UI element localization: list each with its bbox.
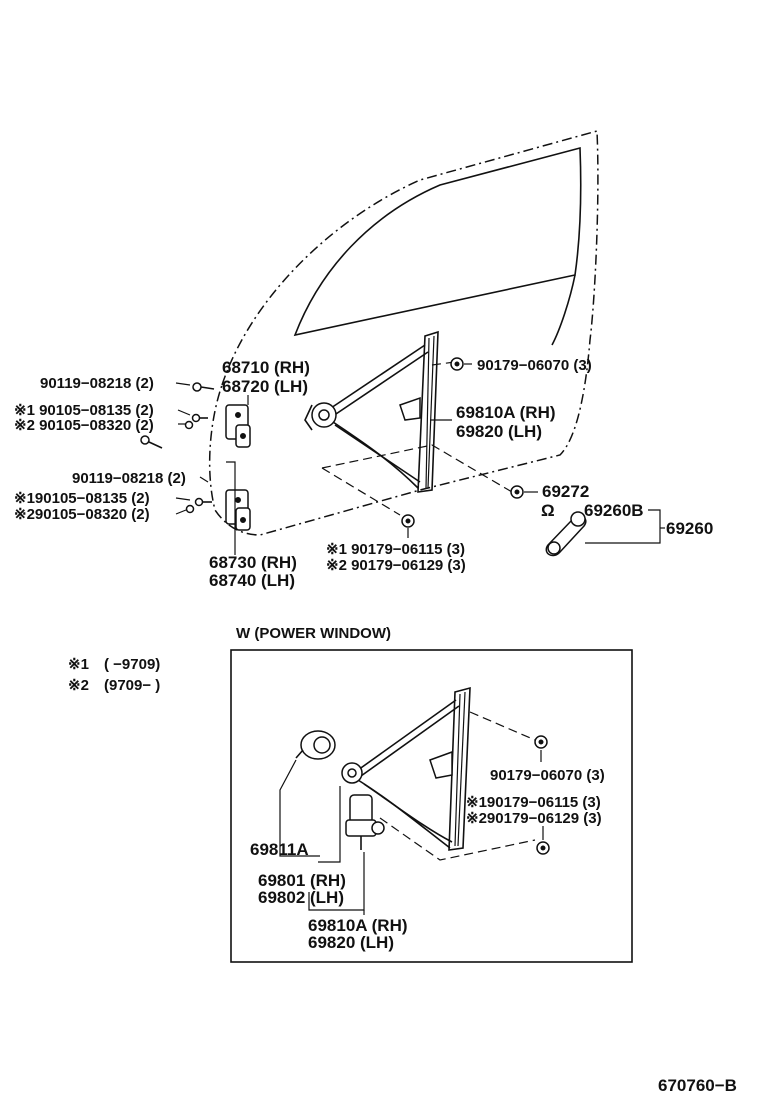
hinge-lower-rh-label: 68730 (RH) bbox=[209, 553, 297, 572]
pw-motor-lh-label: 69802 (LH) bbox=[258, 888, 344, 907]
hinge-lower-lh-label: 68740 (LH) bbox=[209, 571, 295, 590]
regulator-lh-label: 69820 (LH) bbox=[456, 422, 542, 441]
nut-bottom-label-a: ※1 90179−06115 (3) bbox=[326, 541, 465, 558]
nut-bottom-label-b: ※2 90179−06129 (3) bbox=[326, 557, 466, 574]
motor-gear-icon bbox=[341, 762, 385, 850]
regulator-rh-label: 69810A (RH) bbox=[456, 403, 556, 422]
hinge-upper-lh-label: 68720 (LH) bbox=[222, 377, 308, 396]
pw-nut-bottom-label-a: ※190179−06115 (3) bbox=[466, 794, 601, 811]
pw-regulator-lh-label: 69820 (LH) bbox=[308, 933, 394, 952]
clip-icon: Ω bbox=[541, 501, 555, 520]
legend-mark-2: ※2 bbox=[68, 677, 89, 694]
bolt-icon bbox=[140, 382, 215, 514]
lower-hinge bbox=[225, 489, 251, 531]
handle-label: 69260 bbox=[666, 519, 713, 538]
manual-regulator bbox=[304, 330, 513, 516]
upper-hinge bbox=[225, 404, 251, 448]
figure-code: 670760−B bbox=[658, 1076, 737, 1095]
part-69272-label: 69272 bbox=[542, 482, 589, 501]
nut-leader-lines bbox=[407, 363, 538, 538]
door-window-inner bbox=[551, 274, 576, 346]
pw-nut-bottom-label-b: ※290179−06129 (3) bbox=[466, 810, 602, 827]
door-panel bbox=[208, 130, 599, 536]
legend-mark-1: ※1 bbox=[68, 656, 89, 673]
bolt-label-2a: ※1 90105−08135 (2) bbox=[14, 402, 154, 419]
hinge-upper-rh-label: 68710 (RH) bbox=[222, 358, 310, 377]
pw-motor-rh-label: 69801 (RH) bbox=[258, 871, 346, 890]
pw-regulator-rh-label: 69810A (RH) bbox=[308, 916, 408, 935]
window-motor-icon bbox=[295, 730, 336, 760]
handle-sub-label: 69260B bbox=[584, 501, 644, 520]
power-regulator bbox=[357, 686, 536, 861]
bolt-label-1: 90119−08218 (2) bbox=[40, 375, 154, 392]
power-window-title: W (POWER WINDOW) bbox=[236, 625, 391, 642]
pw-gear-label: 69811A bbox=[250, 840, 309, 859]
power-window-frame bbox=[230, 649, 633, 963]
nut-top-label: 90179−06070 (3) bbox=[477, 357, 592, 374]
nut-icon bbox=[534, 735, 550, 855]
bolt-label-2b: ※2 90105−08320 (2) bbox=[14, 417, 154, 434]
power-leader-lines bbox=[279, 750, 544, 915]
pw-nut-top-label: 90179−06070 (3) bbox=[490, 767, 605, 784]
bolt-label-4a: ※190105−08135 (2) bbox=[14, 490, 150, 507]
door-window-glass bbox=[293, 146, 582, 337]
door-outline bbox=[208, 130, 599, 536]
nut-icon bbox=[401, 357, 524, 528]
window-handle bbox=[545, 509, 665, 557]
bolt-label-4b: ※290105−08320 (2) bbox=[14, 506, 150, 523]
legend-range-2: (9709− ) bbox=[104, 677, 160, 694]
hinge-leader-lines bbox=[175, 382, 249, 555]
legend-range-1: ( −9709) bbox=[104, 656, 160, 673]
bolt-label-3: 90119−08218 (2) bbox=[72, 470, 186, 487]
